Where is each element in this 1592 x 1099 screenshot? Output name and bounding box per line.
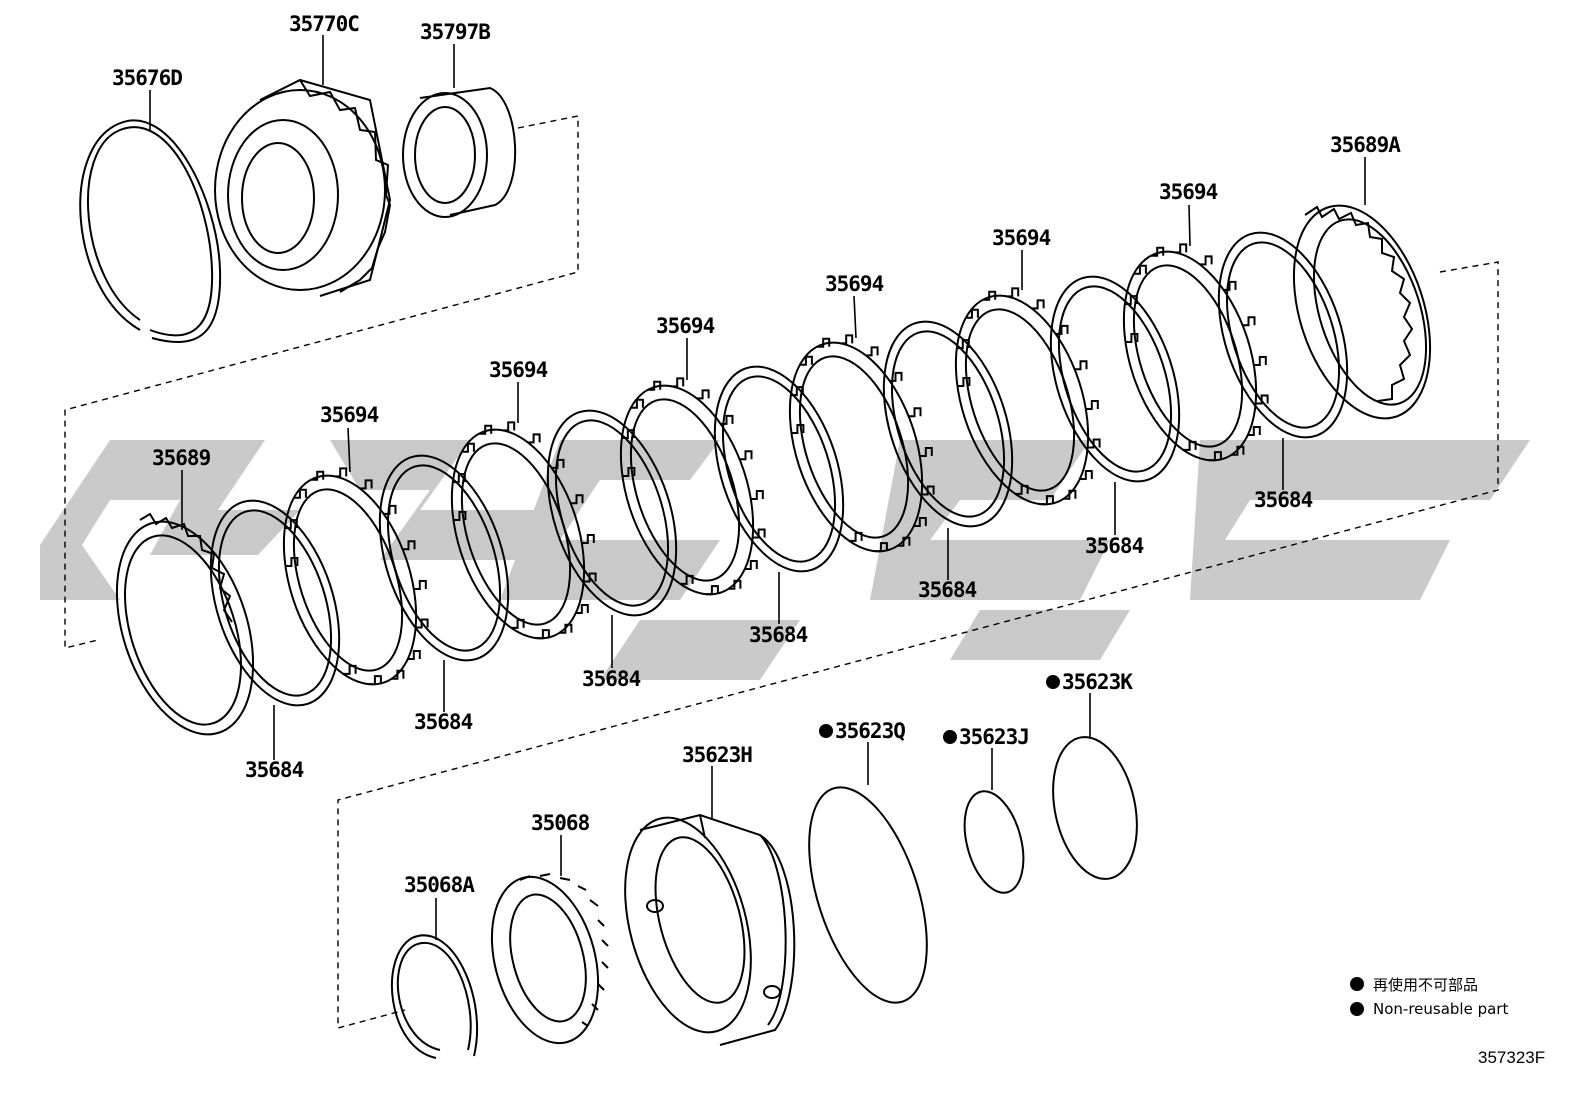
leader-lines	[149, 35, 1366, 940]
legend-english: Non-reusable part	[1373, 1000, 1508, 1018]
legend-japanese: 再使用不可部品	[1373, 976, 1478, 994]
part-piston-35623H	[624, 813, 796, 1046]
label-35770C: 35770C	[289, 12, 359, 36]
friction-disc-35694	[1122, 243, 1269, 462]
label-35694: 35694	[1159, 180, 1218, 204]
label-35676D: 35676D	[112, 66, 182, 90]
friction-disc-35694	[619, 377, 766, 596]
label-35684: 35684	[1254, 488, 1313, 512]
part-labels: 35676D 35770C 35797B 35689A 35689 35694 …	[112, 12, 1402, 897]
label-35684: 35684	[749, 623, 808, 647]
part-backing-plate-35689A	[1292, 204, 1432, 420]
label-35797B: 35797B	[420, 20, 490, 44]
part-o-ring-35623K	[1052, 736, 1138, 880]
label-35684: 35684	[918, 578, 977, 602]
group-boundary-top	[64, 115, 1499, 1029]
part-clutch-drum-35770C	[214, 78, 392, 297]
steel-plate-35684	[882, 320, 1014, 528]
label-35684: 35684	[582, 667, 641, 691]
label-35684: 35684	[1085, 534, 1144, 558]
label-35623H: 35623H	[682, 743, 752, 767]
clutch-pack	[209, 231, 1349, 707]
friction-disc-35694	[450, 421, 597, 640]
part-o-ring-35623Q	[808, 786, 928, 1004]
non-reusable-bullet	[819, 724, 833, 738]
part-sleeve-35797B	[402, 86, 517, 218]
label-35689: 35689	[152, 446, 211, 470]
label-35694: 35694	[489, 358, 548, 382]
part-snap-ring-35068A	[391, 934, 479, 1059]
label-35694: 35694	[992, 226, 1051, 250]
figure-code: 357323F	[1478, 1048, 1545, 1067]
label-35623J: 35623J	[959, 725, 1029, 749]
legend-bullet	[1350, 977, 1364, 991]
friction-disc-35694	[954, 287, 1101, 506]
part-snap-ring-35676D	[79, 119, 222, 343]
label-35684: 35684	[414, 710, 473, 734]
label-35689A: 35689A	[1330, 133, 1401, 157]
label-35694: 35694	[825, 272, 884, 296]
steel-plate-35684	[1217, 231, 1349, 439]
part-backing-plate-35689	[115, 512, 255, 736]
label-35684: 35684	[245, 758, 304, 782]
label-35694: 35694	[320, 403, 379, 427]
label-35694: 35694	[656, 314, 715, 338]
label-35623Q: 35623Q	[835, 719, 905, 743]
part-spring-retainer-35068	[490, 873, 609, 1045]
label-35623K: 35623K	[1062, 670, 1133, 694]
friction-disc-35694	[282, 467, 429, 686]
friction-disc-35694	[788, 334, 935, 553]
steel-plate-35684	[209, 499, 341, 707]
part-o-ring-35623J	[963, 790, 1025, 894]
non-reusable-bullet	[1046, 675, 1060, 689]
watermark-logo	[40, 440, 1530, 680]
steel-plate-35684	[713, 365, 845, 573]
legend: 再使用不可部品 Non-reusable part	[1350, 976, 1508, 1018]
non-reusable-bullet	[943, 730, 957, 744]
label-35068: 35068	[531, 811, 590, 835]
label-35068A: 35068A	[404, 873, 475, 897]
legend-bullet	[1350, 1002, 1364, 1016]
